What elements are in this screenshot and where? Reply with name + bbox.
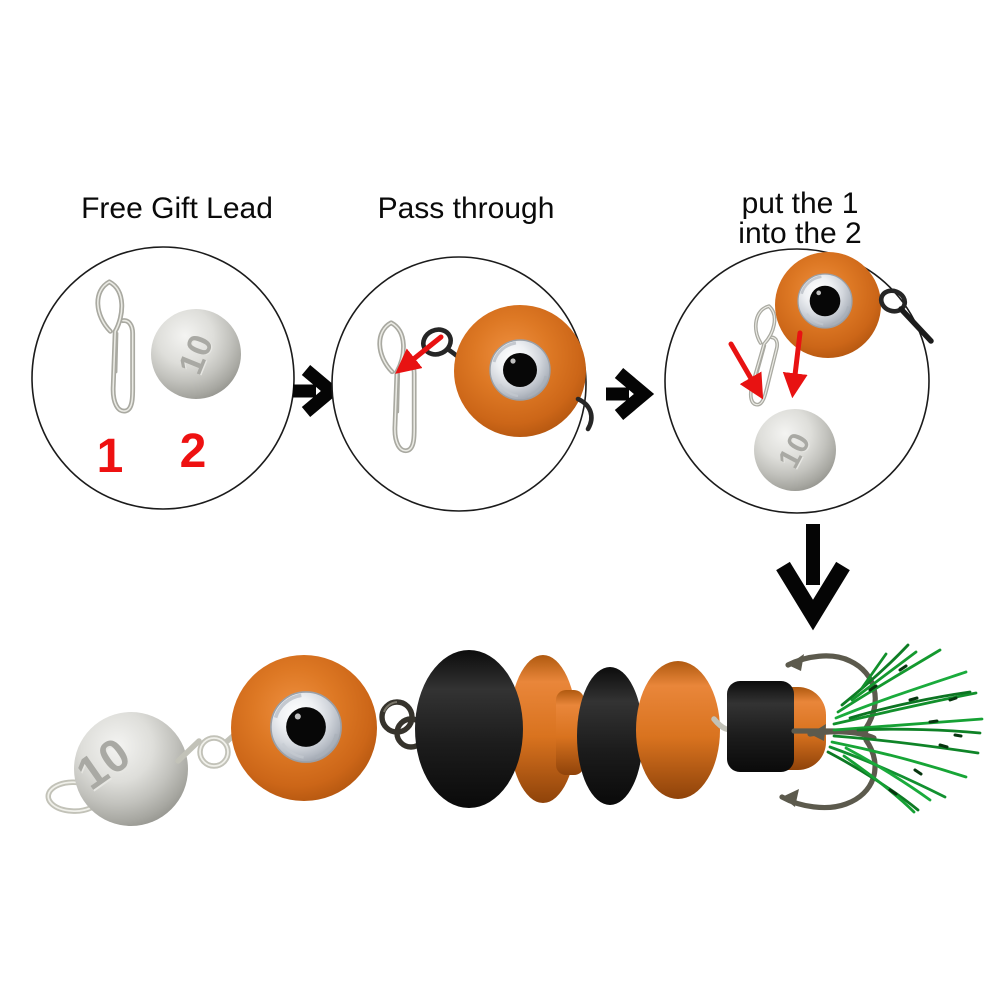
step-arrow-1-icon xyxy=(293,365,342,417)
part-label-1: 1 xyxy=(97,430,124,483)
step-1-panel: Free Gift Lead 10 10 1 2 xyxy=(31,192,295,510)
tinsel-strand xyxy=(830,740,968,779)
tinsel-strand xyxy=(850,650,918,702)
treble-hook-icon xyxy=(779,653,878,811)
insert-arrow-left-icon xyxy=(728,341,764,400)
step-arrow-2-icon xyxy=(606,368,655,420)
flow-down-arrow-icon xyxy=(776,524,850,631)
tinsel-strand xyxy=(834,670,968,720)
tinsel-strand xyxy=(860,652,888,690)
tinsel-strand xyxy=(844,746,932,802)
tinsel-strand xyxy=(840,643,910,707)
tinsel-strand xyxy=(848,690,972,720)
tinsel-strand xyxy=(836,648,942,714)
assembled-lure: 10 10 xyxy=(45,643,984,826)
tinsel-strand xyxy=(828,745,947,799)
lead-ball-icon: 10 10 xyxy=(754,409,836,491)
leader-wire xyxy=(898,306,934,344)
foam-segment-black-bulb xyxy=(415,650,523,808)
lure-eye-icon xyxy=(488,338,552,402)
lead-ball xyxy=(754,409,836,491)
lure-eye-icon xyxy=(796,272,854,330)
tinsel-strand xyxy=(832,691,978,726)
pass-through-arrow-icon xyxy=(395,334,444,374)
lure-eye-icon xyxy=(269,690,343,764)
part-label-2: 2 xyxy=(180,425,207,478)
disc-rear-wire xyxy=(575,396,594,432)
disc-link-loop-icon xyxy=(878,288,908,314)
tinsel-skirt xyxy=(826,643,984,814)
lead-ball-icon: 10 10 xyxy=(67,712,188,826)
tinsel-strand xyxy=(842,754,916,814)
step-1-title: Free Gift Lead xyxy=(81,192,273,225)
lead-ball-icon: 10 10 xyxy=(151,309,241,399)
insert-arrow-right-icon xyxy=(782,330,808,399)
tinsel-strand xyxy=(856,727,982,735)
step-3-title-line2: into the 2 xyxy=(738,217,861,250)
lead-ball xyxy=(151,309,241,399)
step-2-panel: Pass through xyxy=(331,192,594,512)
lead-ball xyxy=(74,712,188,826)
foam-segment-black-disc xyxy=(577,667,643,805)
tinsel-strand xyxy=(832,717,984,732)
tinsel-strand xyxy=(832,734,980,755)
step-3-title-line1: put the 1 xyxy=(742,187,859,220)
foam-neck-orange xyxy=(556,690,584,775)
step-3-panel: put the 1 into the 2 10 10 xyxy=(664,187,934,514)
step-2-title: Pass through xyxy=(378,192,555,225)
tail-cap-black xyxy=(727,681,794,772)
foam-segment-orange-bulb xyxy=(636,661,720,799)
